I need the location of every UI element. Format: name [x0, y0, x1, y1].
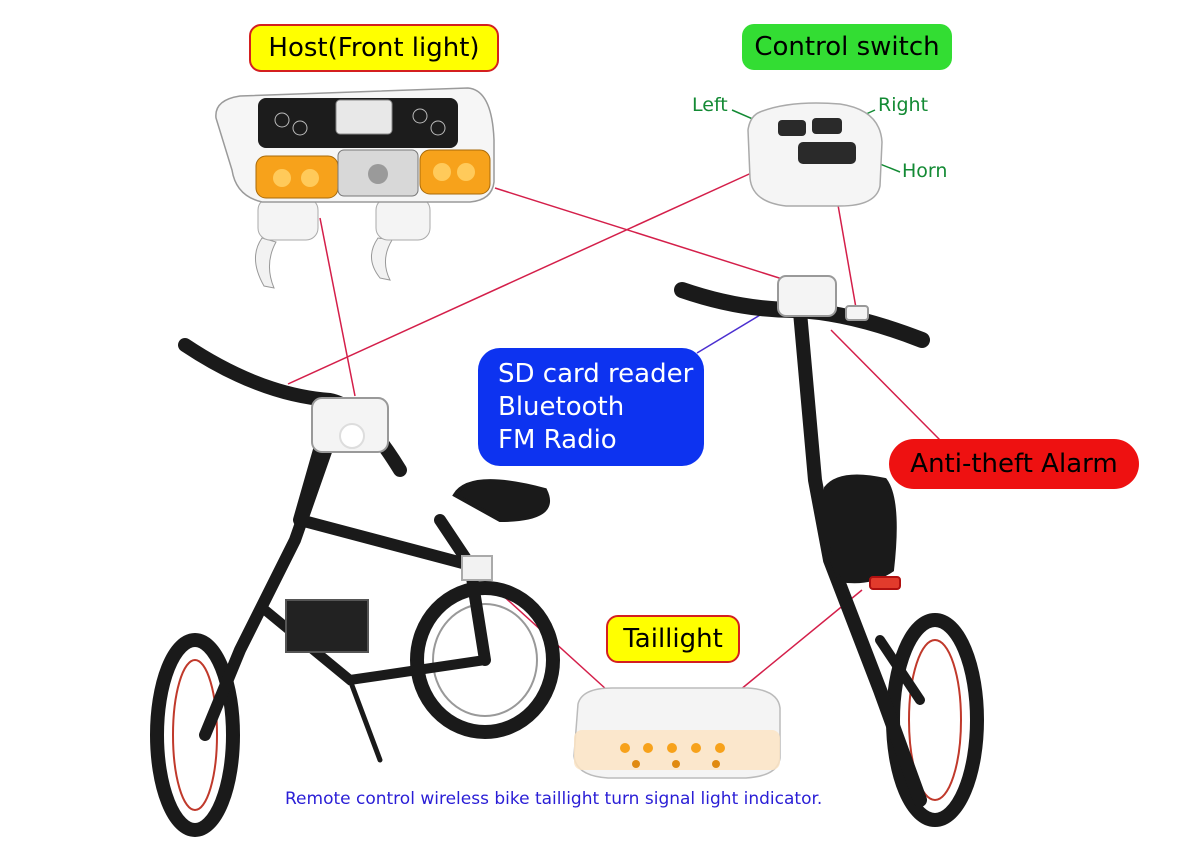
- left-button-label: Left: [692, 94, 728, 116]
- taillight-image: [573, 687, 781, 779]
- anti-theft-alarm-label: Anti-theft Alarm: [889, 439, 1139, 489]
- connector-host-right-bike: [494, 187, 796, 284]
- right-saddle: [822, 474, 897, 584]
- right-bicycle-image: [674, 275, 984, 827]
- connector-switch-right-bike: [837, 204, 857, 309]
- left-saddle: [452, 479, 550, 523]
- front-wheel: [150, 633, 240, 837]
- right-button: [812, 118, 842, 134]
- features-box: SD card reader Bluetooth FM Radio: [478, 348, 704, 466]
- taillight-label: Taillight: [606, 615, 740, 663]
- feature-fm-radio: FM Radio: [498, 425, 617, 455]
- caption: Remote control wireless bike taillight t…: [285, 789, 823, 809]
- left-clamp: [255, 237, 277, 289]
- right-clamp: [371, 237, 393, 281]
- left-button: [778, 120, 806, 136]
- horn-button: [798, 142, 856, 164]
- horn-button-label: Horn: [902, 160, 948, 182]
- control-switch-label: Control switch: [742, 24, 952, 70]
- left-amber-lens: [255, 155, 339, 199]
- right-button-label: Right: [878, 94, 929, 116]
- right-taillight-glow: [869, 576, 901, 590]
- feature-sd-card-reader: SD card reader: [498, 359, 694, 389]
- connector-switch-left-bike: [287, 169, 759, 385]
- connector-alarm: [830, 329, 941, 441]
- rear-wheel: [410, 581, 560, 739]
- host-front-light-image: [215, 87, 495, 289]
- connector-host-left-bike: [319, 217, 356, 397]
- right-amber-lens: [419, 149, 491, 195]
- host-front-light-label: Host(Front light): [249, 24, 499, 72]
- left-bag: [285, 599, 369, 653]
- right-front-wheel: [886, 613, 984, 827]
- feature-bluetooth: Bluetooth: [498, 392, 625, 422]
- right-front-light: [777, 275, 837, 317]
- left-bicycle-image: [150, 338, 560, 837]
- control-switch-image: [747, 102, 883, 207]
